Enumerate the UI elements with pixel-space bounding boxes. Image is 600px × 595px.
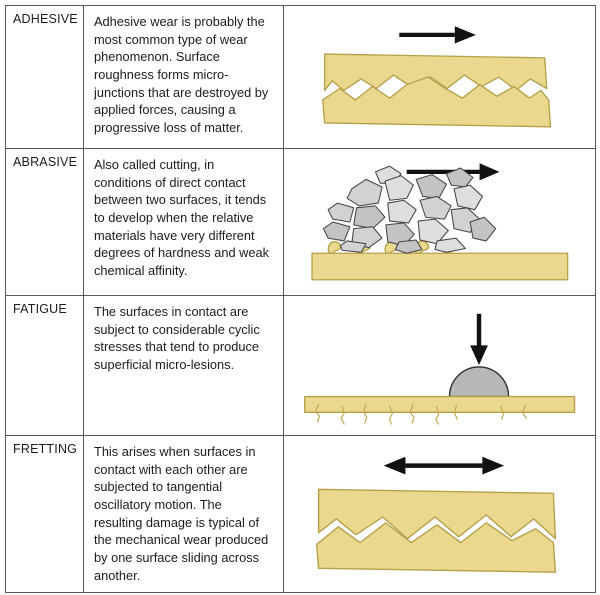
right-arrow-icon <box>398 26 476 44</box>
right-arrow-icon <box>406 163 500 181</box>
crack-lines <box>315 403 528 425</box>
description-fatigue: The surfaces in contact are subject to c… <box>83 295 284 436</box>
term-adhesive: ADHESIVE <box>5 5 84 149</box>
abraded-surface <box>311 252 569 281</box>
lower-surface <box>315 522 557 573</box>
abrasive-particles <box>323 165 497 254</box>
term-fatigue: FATIGUE <box>5 295 84 436</box>
lower-surface <box>321 76 551 128</box>
adhesive-illustration <box>283 5 596 149</box>
upper-surface <box>317 488 557 540</box>
table-row-adhesive: ADHESIVE Adhesive wear is probably the m… <box>5 5 596 149</box>
wear-types-table: ADHESIVE Adhesive wear is probably the m… <box>5 5 596 593</box>
down-arrow-icon <box>470 313 489 365</box>
term-fretting: FRETTING <box>5 435 84 593</box>
description-adhesive: Adhesive wear is probably the most commo… <box>83 5 284 149</box>
upper-surface <box>323 53 547 92</box>
table-row-abrasive: ABRASIVE Also called cutting, in conditi… <box>5 148 596 296</box>
fatigue-illustration <box>283 295 596 436</box>
abrasive-illustration <box>283 148 596 296</box>
table-row-fatigue: FATIGUE The surfaces in contact are subj… <box>5 295 596 436</box>
indenter-dome <box>449 365 510 397</box>
description-abrasive: Also called cutting, in conditions of di… <box>83 148 284 296</box>
description-fretting: This arises when surfaces in contact wit… <box>83 435 284 593</box>
surface-strip <box>304 395 576 413</box>
table-row-fretting: FRETTING This arises when surfaces in co… <box>5 435 596 593</box>
left-right-arrow-icon <box>383 456 505 475</box>
term-abrasive: ABRASIVE <box>5 148 84 296</box>
fretting-illustration <box>283 435 596 593</box>
